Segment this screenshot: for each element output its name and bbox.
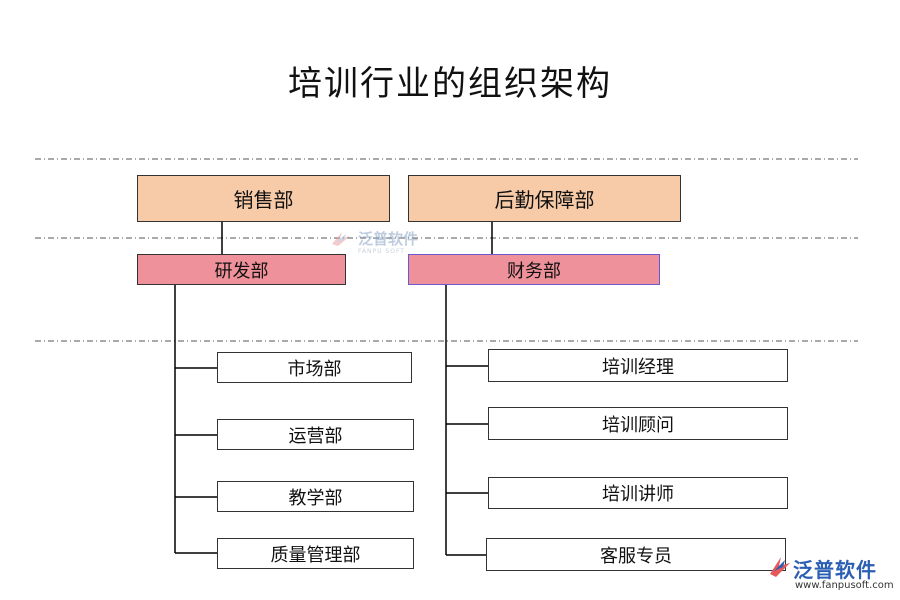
node-finance: 财务部 <box>408 254 660 285</box>
logo-name: 泛普软件 <box>793 558 877 582</box>
node-marketing: 市场部 <box>217 352 412 383</box>
node-training-manager: 培训经理 <box>488 349 788 382</box>
node-sales: 销售部 <box>137 175 390 222</box>
watermark: 泛普软件 FANPU SOFT <box>330 228 419 255</box>
node-logistics: 后勤保障部 <box>408 175 681 222</box>
fanpu-logo-icon <box>770 557 790 577</box>
watermark-subtext: FANPU SOFT <box>358 248 405 255</box>
company-logo: 泛普软件 www.fanpusoft.com <box>767 554 894 592</box>
diagram-title: 培训行业的组织架构 <box>288 64 612 104</box>
watermark-logo-icon <box>332 231 350 246</box>
watermark-text: 泛普软件 <box>358 230 419 248</box>
node-rnd: 研发部 <box>137 254 346 285</box>
logo-url: www.fanpusoft.com <box>795 580 894 591</box>
node-operations: 运营部 <box>217 419 414 450</box>
node-teaching: 教学部 <box>217 481 414 512</box>
node-training-consultant: 培训顾问 <box>488 407 788 440</box>
node-training-lecturer: 培训讲师 <box>488 477 788 509</box>
node-quality: 质量管理部 <box>217 538 414 569</box>
node-customer-service: 客服专员 <box>486 538 786 571</box>
